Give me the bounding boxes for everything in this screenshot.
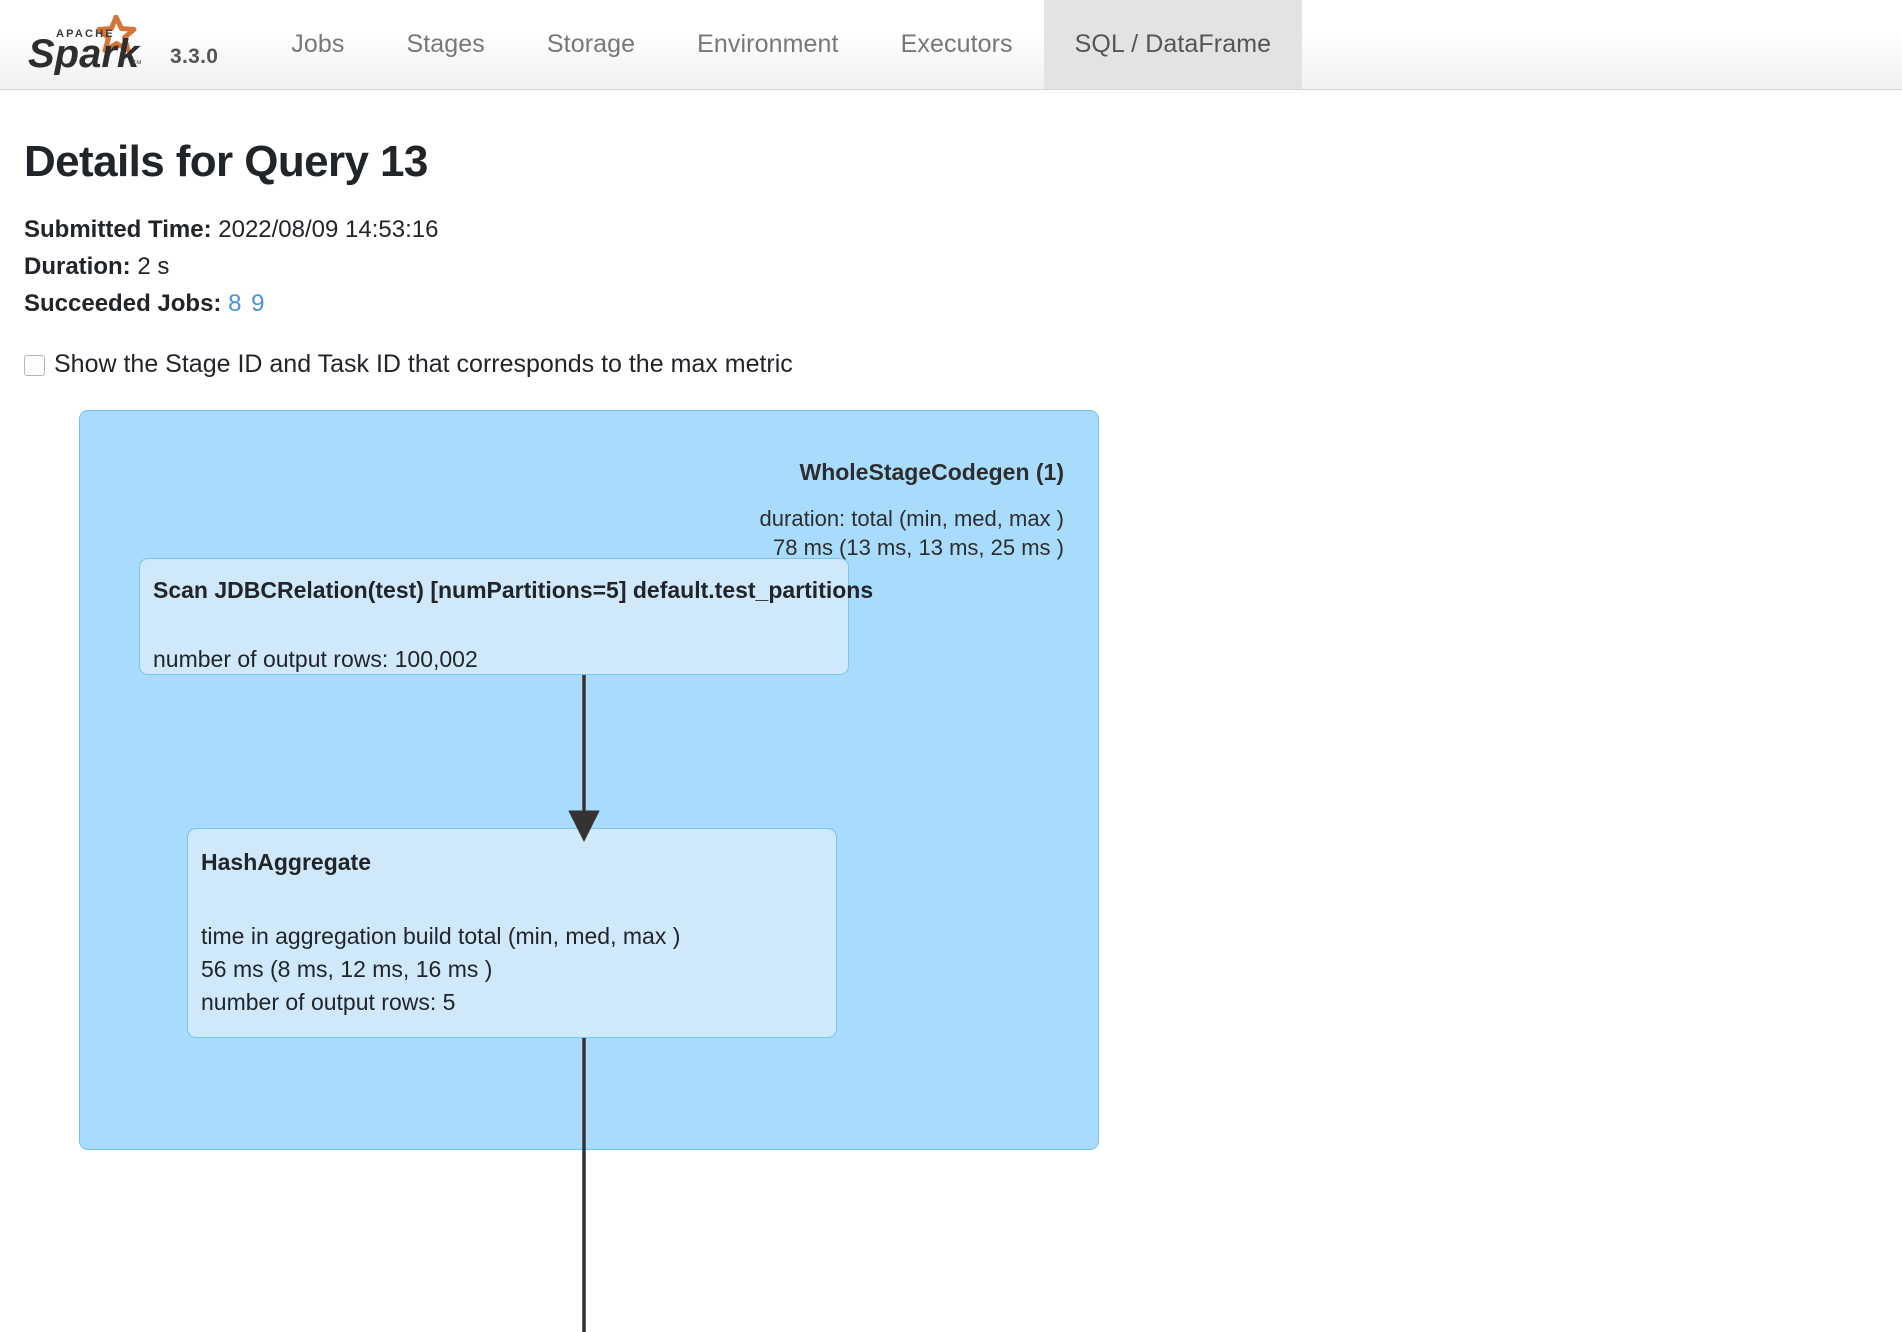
plan-node-scan-metrics: number of output rows: 100,002 — [153, 643, 848, 676]
svg-text:Spark: Spark — [28, 32, 141, 75]
cluster-metrics: duration: total (min, med, max ) 78 ms (… — [760, 504, 1064, 562]
duration-row: Duration: 2 s — [24, 250, 1878, 285]
cluster-metric-line-1: duration: total (min, med, max ) — [759, 506, 1064, 532]
succeeded-job-link-8[interactable]: 8 — [228, 289, 242, 317]
sql-plan-graph: WholeStageCodegen (1) duration: total (m… — [54, 410, 1104, 1332]
cluster-title: WholeStageCodegen (1) — [799, 459, 1064, 486]
plan-node-hashaggregate-title: HashAggregate — [201, 849, 371, 876]
plan-node-scan-metric-0: number of output rows: 100,002 — [153, 646, 478, 673]
main-nav-tabs: Jobs Stages Storage Environment Executor… — [260, 0, 1303, 89]
plan-node-hashaggregate-metric-0: time in aggregation build total (min, me… — [201, 923, 681, 950]
query-metadata: Submitted Time: 2022/08/09 14:53:16 Dura… — [24, 213, 1878, 321]
plan-node-hashaggregate-metric-2: number of output rows: 5 — [201, 988, 456, 1015]
page-title: Details for Query 13 — [24, 137, 428, 186]
succeeded-job-link-9[interactable]: 9 — [251, 289, 265, 317]
apache-spark-logo-icon: APACHE Spark ™ — [20, 14, 160, 76]
plan-node-hashaggregate[interactable]: HashAggregate time in aggregation build … — [187, 828, 837, 1039]
show-stage-task-id-row[interactable]: Show the Stage ID and Task ID that corre… — [24, 350, 1878, 379]
spark-version-label: 3.3.0 — [170, 45, 219, 68]
spark-brand-link[interactable]: APACHE Spark ™ 3.3.0 — [0, 0, 218, 89]
plan-node-hashaggregate-metric-1: 56 ms (8 ms, 12 ms, 16 ms ) — [201, 956, 493, 983]
cluster-metric-line-2: 78 ms (13 ms, 13 ms, 25 ms ) — [773, 535, 1064, 561]
svg-text:APACHE: APACHE — [56, 28, 115, 40]
tab-environment[interactable]: Environment — [697, 30, 839, 58]
plan-node-scan-title: Scan JDBCRelation(test) [numPartitions=5… — [153, 577, 874, 604]
tab-stages[interactable]: Stages — [406, 30, 485, 58]
plan-cluster-wholestagecodegen[interactable]: WholeStageCodegen (1) duration: total (m… — [79, 410, 1099, 1151]
succeeded-jobs-label: Succeeded Jobs: — [24, 289, 222, 317]
duration-label: Duration: — [24, 252, 131, 280]
submitted-time-value: 2022/08/09 14:53:16 — [218, 216, 439, 243]
tab-storage[interactable]: Storage — [546, 30, 636, 58]
submitted-time-row: Submitted Time: 2022/08/09 14:53:16 — [24, 213, 1878, 248]
show-stage-task-id-label: Show the Stage ID and Task ID that corre… — [54, 350, 793, 379]
svg-text:™: ™ — [132, 59, 142, 70]
top-navbar: APACHE Spark ™ 3.3.0 Jobs Stages Storage… — [0, 0, 1902, 90]
duration-value: 2 s — [137, 252, 170, 280]
succeeded-jobs-row: Succeeded Jobs: 8 9 — [24, 287, 1878, 322]
submitted-time-label: Submitted Time: — [24, 216, 212, 243]
tab-executors[interactable]: Executors — [900, 30, 1013, 58]
show-stage-task-id-checkbox[interactable] — [24, 355, 45, 377]
plan-node-hashaggregate-metrics: time in aggregation build total (min, me… — [201, 920, 836, 1018]
tab-jobs[interactable]: Jobs — [291, 30, 345, 58]
plan-node-scan-jdbcrelation[interactable]: Scan JDBCRelation(test) [numPartitions=5… — [139, 558, 874, 676]
tab-sql-dataframe[interactable]: SQL / DataFrame — [1043, 0, 1303, 89]
page-content: Details for Query 13 Submitted Time: 202… — [0, 137, 1902, 1332]
